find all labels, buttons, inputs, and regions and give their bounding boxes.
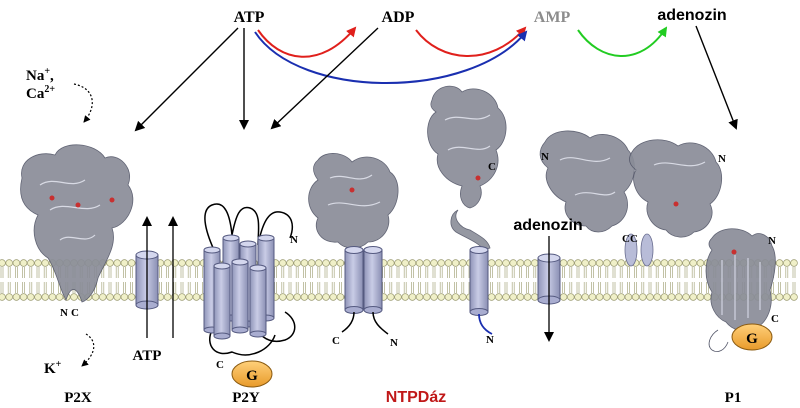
g-protein-label-p2y: G xyxy=(246,368,258,384)
calcium-label: Ca2+ xyxy=(26,84,55,102)
atp-to-adp-arrow xyxy=(257,26,357,58)
sodium-label: Na+, xyxy=(26,66,54,84)
amp-label: AMP xyxy=(534,9,571,26)
atp-label: ATP xyxy=(234,9,265,26)
ntpdase2-transmembrane xyxy=(469,246,493,335)
p1-c-terminus: C xyxy=(771,313,779,325)
g-protein-p1: G xyxy=(731,323,773,351)
p2x-label: P2X xyxy=(64,390,92,406)
atp-to-p2x-arrow xyxy=(134,27,239,132)
p2x-n-terminus: N xyxy=(60,307,68,319)
ntpdase2-n-terminus: N xyxy=(486,334,494,346)
p2y-receptor-structure xyxy=(203,203,296,356)
g-protein-label-p1: G xyxy=(746,331,758,347)
ntpdase1-n-terminus: N xyxy=(390,337,398,349)
p2y-label: P2Y xyxy=(232,390,260,406)
adp-to-amp-arrow xyxy=(415,26,527,57)
soluble-dimer-structure xyxy=(539,130,723,267)
p1-n-terminus: N xyxy=(768,235,776,247)
ntpdase2-structure xyxy=(427,85,507,251)
adenosine-transporter xyxy=(537,236,561,342)
dimer-n-terminus-left: N xyxy=(541,151,549,163)
ntpdase1-c-terminus: C xyxy=(332,335,340,347)
g-protein-p2y: G xyxy=(231,360,273,388)
potassium-label: K+ xyxy=(44,359,62,377)
atp-release-label: ATP xyxy=(133,348,162,364)
adenosine-mid-label: adenozin xyxy=(513,217,582,234)
adp-label: ADP xyxy=(382,9,415,26)
atp-release-channel xyxy=(135,216,178,338)
lipid-bilayer-membrane xyxy=(0,259,798,301)
labels: ATP ADP AMP adenozin Na+, Ca2+ K+ ATP ad… xyxy=(26,7,779,406)
adenosine-top-label: adenozin xyxy=(657,7,726,24)
p1-label: P1 xyxy=(725,390,742,406)
dimer-n-terminus-right: N xyxy=(718,153,726,165)
potassium-efflux-arrow xyxy=(81,333,95,367)
adp-to-p2y-arrow xyxy=(270,27,379,130)
ion-influx-arrow xyxy=(73,83,93,123)
ntpdase2-c-terminus: C xyxy=(488,161,496,173)
p2y-c-terminus: C xyxy=(216,359,224,371)
ntpdase1-structure xyxy=(308,153,399,249)
p2x-receptor-structure xyxy=(20,144,134,303)
ntpdase-label: NTPDáz xyxy=(386,389,446,406)
dimer-cc-termini: CC xyxy=(622,233,638,245)
p2x-c-terminus: C xyxy=(71,307,79,319)
amp-to-adenosine-arrow xyxy=(577,26,668,57)
conversion-arrows xyxy=(73,25,738,367)
adenosine-to-p1-arrow xyxy=(695,25,738,130)
p2y-n-terminus: N xyxy=(290,234,298,246)
atp-to-amp-arrow xyxy=(254,30,528,84)
ntpdase1-transmembrane xyxy=(341,246,389,335)
